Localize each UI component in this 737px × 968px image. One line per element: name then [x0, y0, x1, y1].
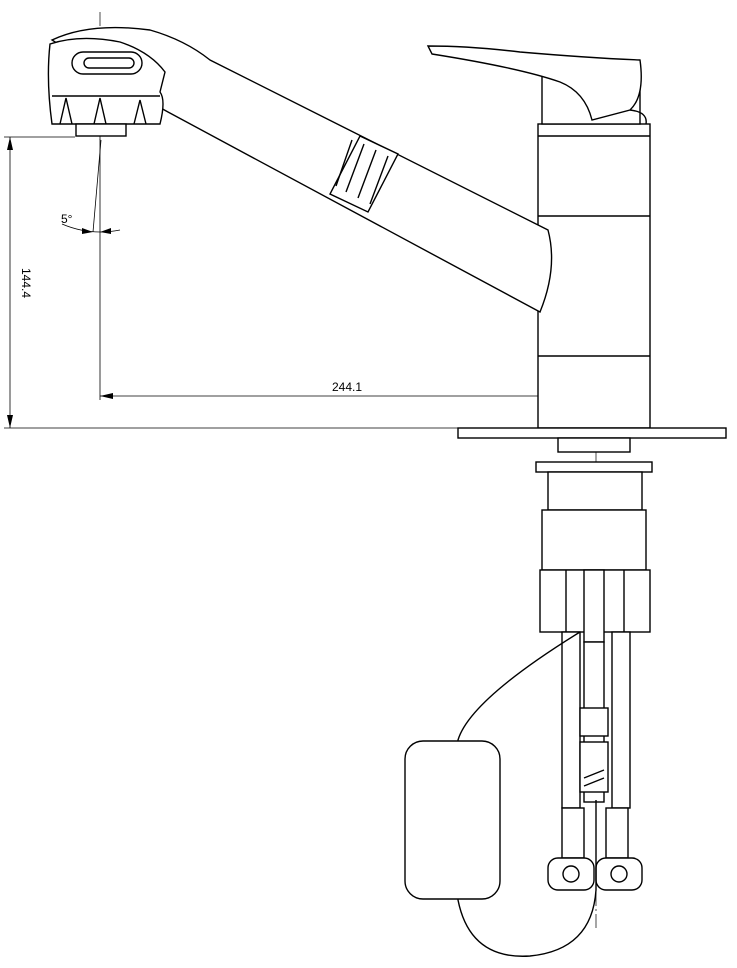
hose-loop-outer [457, 631, 597, 957]
aerator-nozzle [75, 123, 127, 137]
mounting-assembly [457, 427, 727, 643]
deck-plate [457, 427, 727, 439]
angle-arrow-right [100, 228, 111, 234]
mount-washer [535, 461, 653, 473]
deck-spacer [557, 437, 631, 453]
handle-lever [426, 45, 642, 121]
reach-arrow-left [100, 393, 113, 399]
spray-head-tooth-3 [133, 99, 147, 125]
hot-hose-fitting [561, 807, 585, 859]
hot-connector-bore [562, 865, 580, 883]
hot-connector-nut [547, 857, 595, 891]
spray-head-tooth-1 [59, 97, 73, 125]
hot-hose [561, 631, 581, 809]
angle-arrow-left [82, 228, 93, 234]
hose-coupling [579, 707, 609, 737]
center-hose-stub [583, 569, 605, 643]
lever-handle [426, 45, 647, 125]
supply-hoses [547, 631, 643, 891]
spray-angle-line [92, 139, 102, 233]
sleeve-thread-2 [583, 777, 605, 787]
grip-ridge-2 [345, 143, 365, 193]
height-arrow-bottom [7, 415, 13, 428]
pullout-hose-loop [404, 631, 597, 957]
faucet-body [537, 123, 651, 429]
angle-dimension-label: 5° [61, 212, 73, 226]
sleeve-thread-1 [583, 769, 605, 779]
spray-button-inner [83, 57, 135, 69]
mount-shank [547, 471, 643, 511]
hose-weight-sleeve [579, 741, 609, 793]
cold-connector-bore [610, 865, 628, 883]
grip-ridge-3 [357, 149, 377, 199]
reach-dimension-label: 244.1 [332, 380, 362, 394]
height-arrow-top [7, 137, 13, 150]
height-dimension-label: 144.4 [19, 268, 33, 298]
grip-ridge-1 [335, 139, 353, 187]
spray-head-tooth-2 [93, 97, 107, 125]
cold-hose [611, 631, 631, 809]
grip-ridge-4 [369, 155, 389, 205]
reach-dimension: 244.1 [99, 125, 595, 400]
hose-counterweight [404, 740, 501, 900]
handle-curve [629, 109, 647, 125]
faucet-column [537, 123, 651, 429]
height-dimension: 144.4 [4, 136, 560, 429]
angle-dimension: 5° [61, 139, 121, 234]
spout-arm [50, 26, 553, 313]
cold-hose-fitting [605, 807, 629, 859]
mount-sleeve [541, 509, 647, 571]
cold-connector-nut [595, 857, 643, 891]
spout [47, 26, 553, 313]
